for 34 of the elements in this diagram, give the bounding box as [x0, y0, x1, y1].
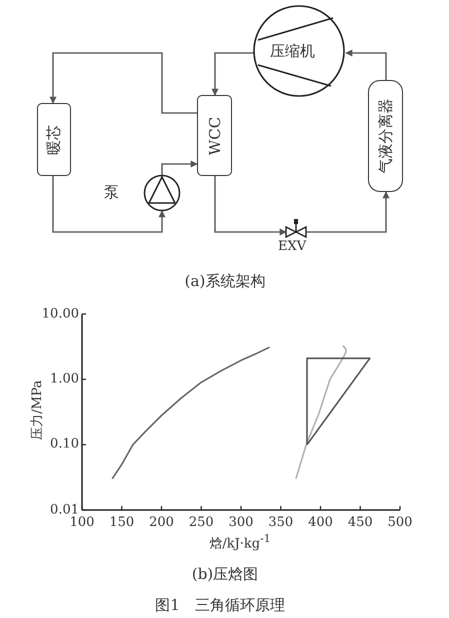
arrow [50, 52, 197, 114]
arrow [345, 50, 387, 80]
compressor-label: 压缩机 [270, 42, 315, 61]
tick-label: 0.10 [50, 436, 79, 452]
axis-title: 压力/MPa [29, 380, 46, 440]
separator-tank [368, 80, 403, 192]
subfigure-caption: (a)系统架构 [184, 272, 266, 291]
box-label: WCC [206, 116, 224, 155]
tick-label: 400 [308, 515, 333, 530]
box-label: 气液分离器 [376, 98, 395, 174]
arrow [161, 160, 198, 175]
tick-label: 200 [149, 515, 174, 530]
tick-label: 500 [388, 515, 412, 530]
arrow [52, 176, 166, 233]
component-box [37, 103, 71, 176]
figure-caption: 图1 三角循环原理 [155, 596, 285, 615]
tick-label: 300 [228, 515, 254, 530]
tick-label: 450 [348, 515, 373, 530]
box-label: 暖芯 [44, 124, 64, 154]
tick-label: 350 [268, 515, 294, 530]
component-box [197, 95, 232, 176]
tick-label: 100 [70, 515, 94, 530]
tick-label: 10.00 [42, 306, 79, 322]
arrow [306, 191, 390, 233]
tick-label: 0.01 [50, 502, 79, 518]
valve-label: EXV [278, 239, 306, 254]
arrow [212, 52, 254, 96]
tick-label: 250 [188, 515, 214, 530]
axis-title: 焓/kJ·kg$^{-1}$ [209, 532, 271, 552]
tick-label: 1.00 [50, 372, 79, 386]
pump-label: 泵 [104, 183, 119, 202]
subfigure-caption: (b)压焓图 [192, 565, 258, 584]
arrow [214, 176, 287, 236]
tick-label: 150 [109, 515, 134, 530]
